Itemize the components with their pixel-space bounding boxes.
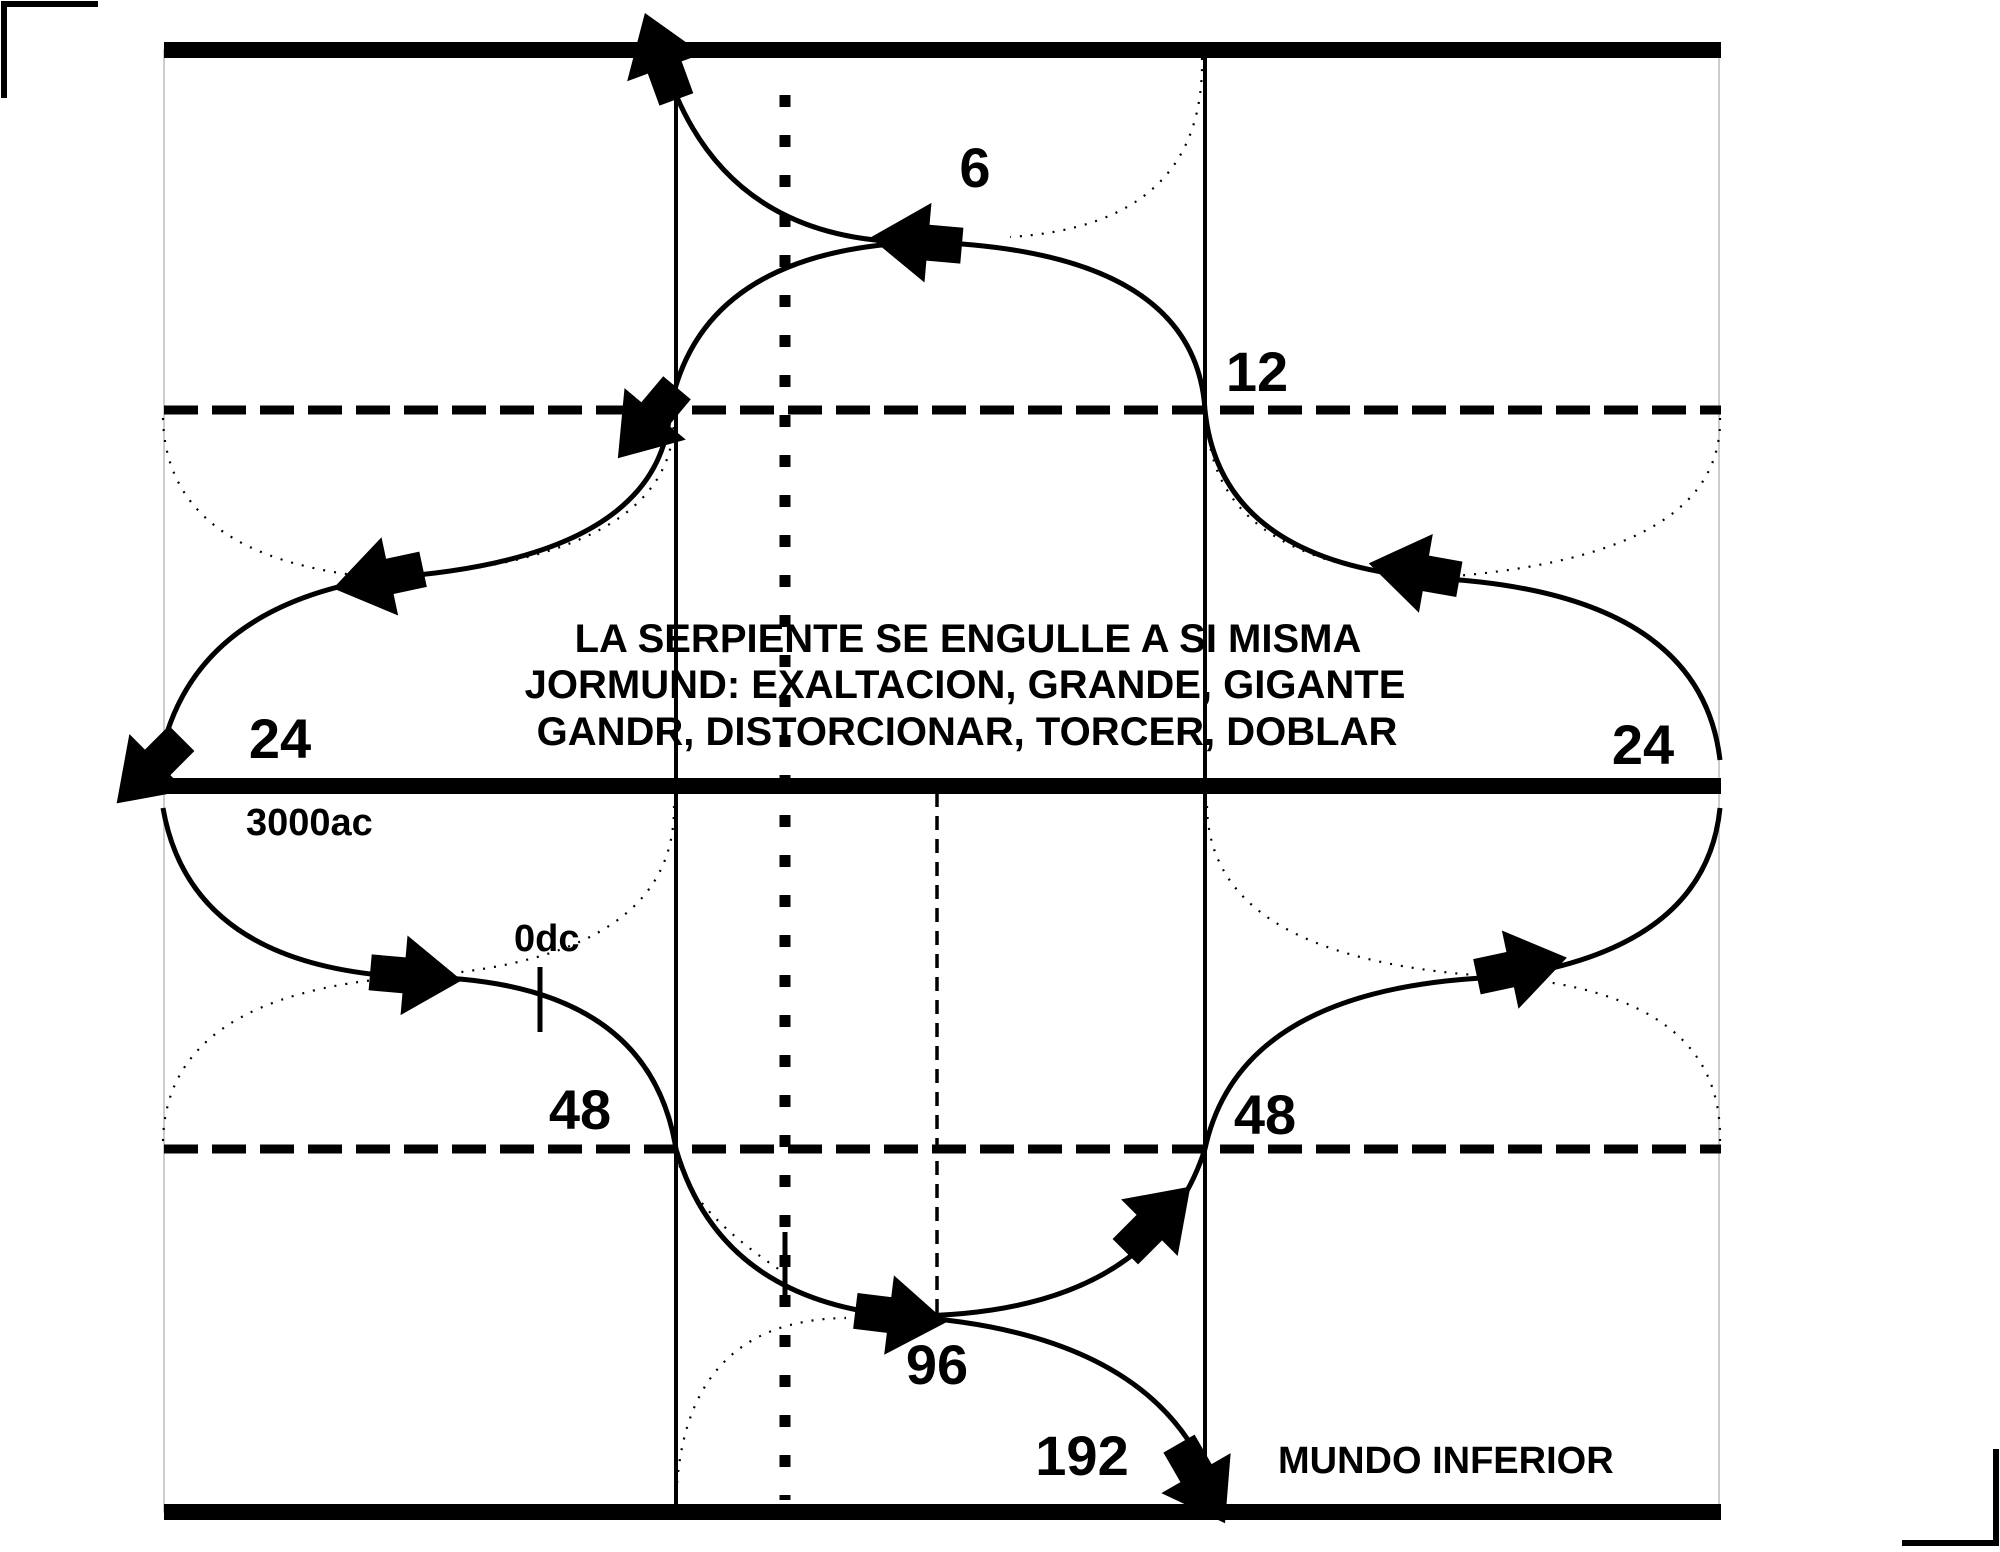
label-48-left: 48 — [549, 1078, 611, 1141]
arrow-icon — [1097, 1158, 1219, 1280]
dotted-guide-arcs — [161, 57, 1722, 1506]
title-line-1: LA SERPIENTE SE ENGULLE A SI MISMA — [575, 617, 1362, 661]
arrow-icon — [88, 710, 210, 832]
vertical-lines — [674, 58, 1207, 1504]
dashed-horizontal-lines — [164, 405, 1721, 1154]
label-48-right: 48 — [1234, 1083, 1296, 1146]
label-96: 96 — [906, 1333, 968, 1396]
label-12: 12 — [1226, 340, 1288, 403]
title-line-3: GANDR, DISTORCIONAR, TORCER, DOBLAR — [537, 710, 1398, 754]
small-labels: 3000ac 0dc MUNDO INFERIOR — [246, 802, 1614, 1482]
label-24-left: 24 — [249, 707, 311, 770]
arrow-icon — [324, 530, 432, 628]
label-mundo-inferior: MUNDO INFERIOR — [1278, 1440, 1614, 1482]
arrow-icon — [1361, 523, 1467, 619]
label-6: 6 — [959, 136, 990, 199]
number-labels: 6 12 24 24 48 48 96 192 — [249, 136, 1674, 1487]
thick-horizontal-lines — [162, 42, 1721, 1520]
arrow-icon — [366, 932, 466, 1021]
label-24-right: 24 — [1612, 713, 1674, 776]
tick-marks — [537, 967, 788, 1300]
diagram-title: LA SERPIENTE SE ENGULLE A SI MISMA JORMU… — [525, 617, 1406, 754]
title-line-2: JORMUND: EXALTACION, GRANDE, GIGANTE — [525, 663, 1406, 707]
label-192: 192 — [1035, 1424, 1128, 1487]
arrow-icon — [866, 197, 966, 286]
label-0dc: 0dc — [514, 918, 579, 960]
arrow-icon — [1144, 1423, 1260, 1544]
arrow-icon — [587, 362, 708, 485]
label-3000ac: 3000ac — [246, 802, 373, 844]
